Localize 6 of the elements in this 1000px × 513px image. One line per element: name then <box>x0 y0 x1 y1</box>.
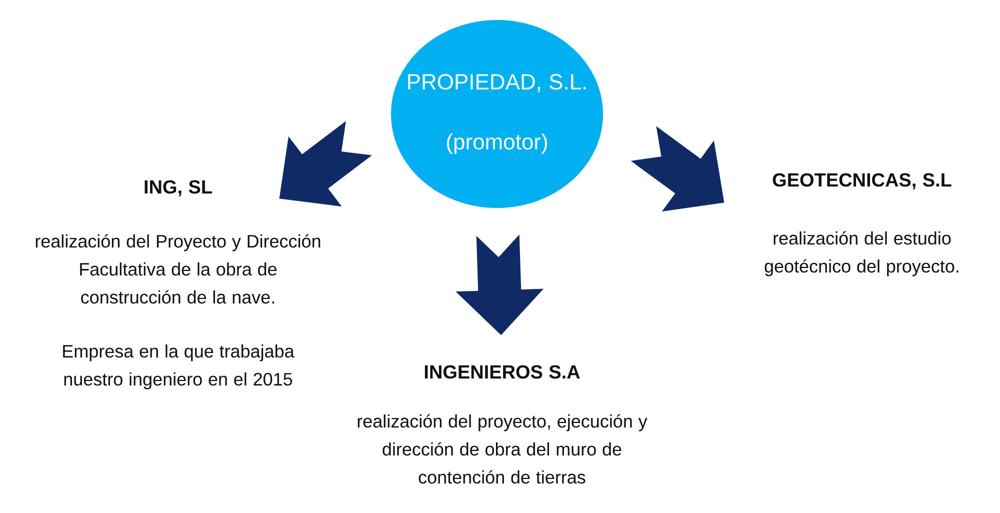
company-description: ING, SL realización del Proyecto y Dirección Facultativa de la obra de construcción de la nave. Empresa en la que trabajaba nuestro ingeniero en el 2015 <box>36 180 320 390</box>
block-arrow <box>279 121 372 206</box>
block-arrow <box>630 126 724 212</box>
company-description: GEOTECNICAS, S.L realización del estudio geotécnico del proyecto. <box>764 173 958 276</box>
company-description: INGENIEROS S.A realización del proyecto, ejecución y dirección de obra del muro de contención de tierras <box>358 365 648 484</box>
block-arrow <box>456 234 544 336</box>
